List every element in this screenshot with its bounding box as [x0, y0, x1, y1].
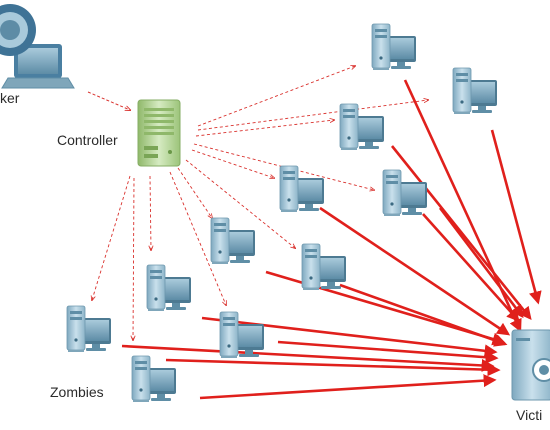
zombie-computer-3 — [339, 103, 384, 150]
attacker-label: ker — [0, 90, 20, 106]
command-arrow-8 — [169, 171, 226, 305]
victim-label: Victi — [516, 407, 543, 423]
nodes — [0, 4, 550, 402]
attack-arrows — [121, 79, 542, 400]
zombie-computer-1 — [371, 23, 416, 70]
command-arrows — [87, 66, 428, 340]
command-arrow-10 — [92, 175, 131, 300]
command-arrow-5 — [191, 149, 274, 178]
command-arrow-1 — [197, 66, 355, 127]
attack-arrow-5 — [319, 206, 511, 336]
attack-arrow-8 — [201, 316, 498, 358]
command-arrow-6 — [185, 159, 295, 248]
attack-arrow-2 — [490, 129, 542, 305]
attacker-to-controller-arrow — [87, 91, 130, 110]
command-arrow-4 — [193, 143, 374, 190]
command-arrow-7 — [177, 167, 212, 218]
attack-arrow-3 — [390, 145, 532, 321]
command-arrow-11 — [133, 177, 134, 340]
zombie-computer-2 — [452, 67, 497, 114]
victim-server-icon — [511, 329, 550, 401]
attack-arrow-10 — [121, 344, 495, 372]
zombie-computer-7 — [301, 243, 346, 290]
zombies-label: Zombies — [50, 384, 104, 400]
zombie-computer-4 — [382, 169, 427, 216]
controller-label: Controller — [57, 132, 118, 148]
zombie-computer-11 — [131, 355, 176, 402]
zombie-computer-5 — [279, 165, 324, 212]
attacker-laptop-icon — [0, 4, 75, 89]
attack-arrow-13 — [438, 207, 524, 319]
command-arrow-2 — [197, 100, 428, 131]
zombie-computer-9 — [219, 311, 264, 358]
attack-arrow-9 — [277, 340, 499, 364]
command-arrow-3 — [195, 120, 334, 137]
controller-server-icon — [137, 99, 181, 167]
command-arrow-9 — [150, 175, 151, 250]
zombie-computer-6 — [210, 217, 255, 264]
attack-arrow-11 — [199, 374, 497, 400]
attack-arrow-12 — [165, 358, 501, 377]
zombie-computer-8 — [146, 264, 191, 311]
attack-arrow-7 — [339, 283, 508, 347]
attack-arrow-4 — [422, 213, 520, 322]
zombie-computer-10 — [66, 305, 111, 352]
